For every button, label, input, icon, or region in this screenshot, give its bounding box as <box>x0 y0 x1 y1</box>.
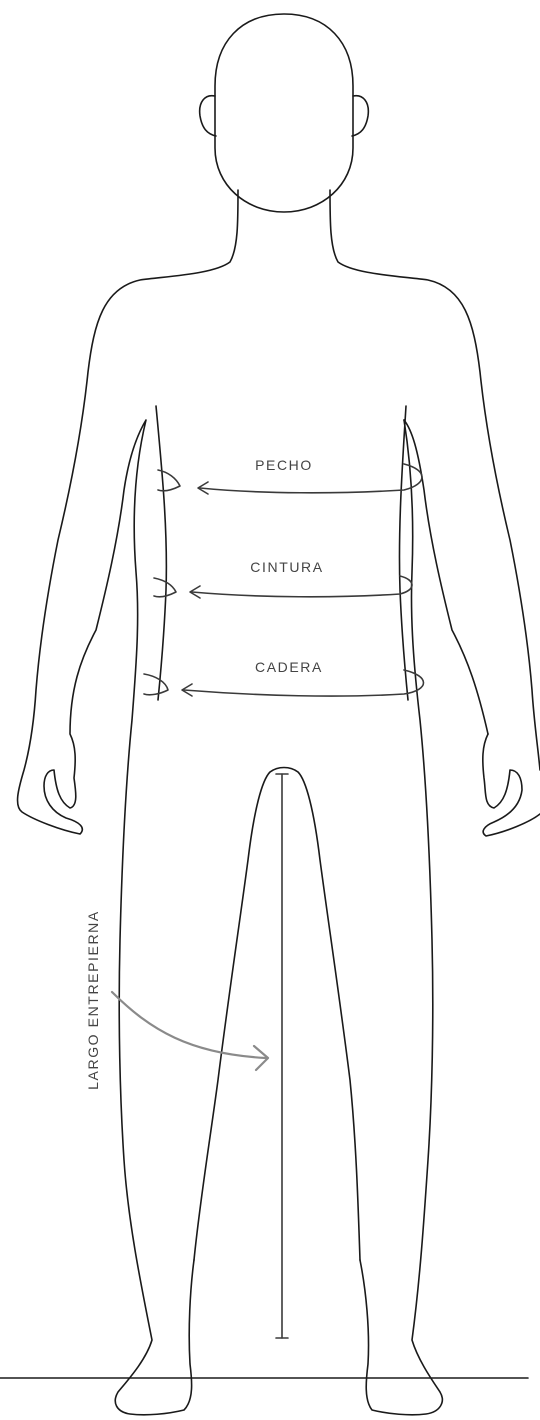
waist-measurement-line <box>192 576 412 597</box>
body-silhouette <box>18 190 540 1415</box>
hip-label: CADERA <box>255 659 323 675</box>
head <box>200 14 369 212</box>
right-ear <box>352 96 368 136</box>
left-body-outline <box>18 190 238 1415</box>
left-ear <box>200 96 216 136</box>
chest-measurement: PECHO <box>158 457 422 494</box>
head-outline <box>215 14 353 212</box>
left-torso-side <box>156 406 166 700</box>
waist-measurement: CINTURA <box>154 559 412 598</box>
hip-measurement: CADERA <box>144 659 424 696</box>
inner-legs-outline <box>194 768 360 1261</box>
waist-left-curl <box>154 578 176 597</box>
right-hand-outline <box>483 734 540 836</box>
chest-label: PECHO <box>255 457 313 473</box>
right-body-outline <box>330 190 540 770</box>
inseam-measurement: LARGO ENTREPIERNA <box>85 774 288 1338</box>
inseam-label: LARGO ENTREPIERNA <box>85 910 101 1090</box>
waist-label: CINTURA <box>250 559 323 575</box>
right-torso-side <box>399 406 408 700</box>
hip-left-curl <box>144 674 168 695</box>
inseam-pointer-arrow <box>112 992 266 1058</box>
right-leg-outer <box>360 420 442 1415</box>
